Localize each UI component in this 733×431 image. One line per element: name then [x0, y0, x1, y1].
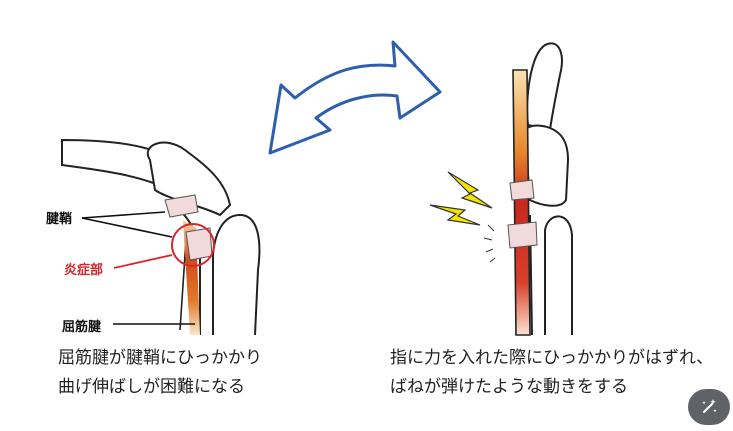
label-flexor-tendon: 屈筋腱 [62, 320, 102, 335]
caption-left-line-2: 曲げ伸ばしが困難になる [58, 377, 245, 397]
label-tendon-sheath: 腱鞘 [46, 212, 73, 227]
straight-finger [523, 42, 573, 336]
flexor-tendon-right [512, 69, 531, 336]
caption-left-line-1: 屈筋腱が腱鞘にひっかかり [58, 348, 262, 368]
label-inflammation: 炎症部 [64, 263, 104, 278]
inflammation-circle [171, 223, 215, 267]
caption-right: 指に力を入れた際にひっかかりがはずれ、 ばねが弾けたような動きをする [390, 344, 713, 402]
inflammation-leader [113, 254, 173, 269]
caption-left: 屈筋腱が腱鞘にひっかかり 曲げ伸ばしが困難になる [58, 344, 262, 402]
tendon-sheath-right [507, 179, 538, 249]
caption-right-line-2: ばねが弾けたような動きをする [390, 377, 628, 397]
curved-double-arrow-icon [268, 40, 442, 155]
bent-finger [61, 138, 261, 336]
tendon-sheath-left [164, 194, 213, 261]
magic-wand-icon [702, 399, 717, 413]
label-leader-lines [81, 211, 195, 325]
caption-right-line-1: 指に力を入れた際にひっかかりがはずれ、 [390, 348, 714, 368]
magic-edit-button[interactable] [688, 389, 730, 425]
lightning-icon [429, 171, 493, 226]
impact-lines [483, 224, 496, 263]
